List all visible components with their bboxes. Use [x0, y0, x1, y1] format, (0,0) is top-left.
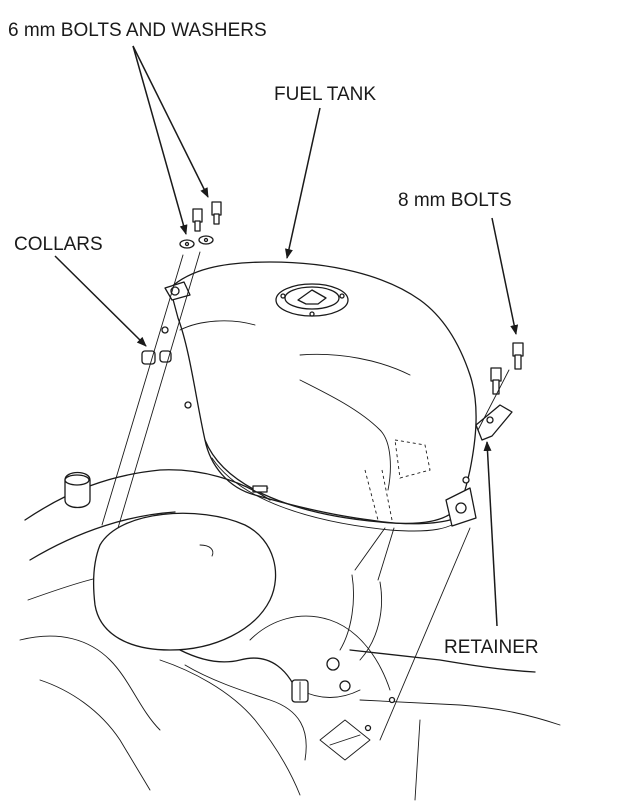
tank-flange-lower [211, 457, 467, 532]
guide-left-2 [117, 251, 201, 529]
tank-contour-1 [299, 353, 411, 376]
hidden-line-1 [364, 469, 379, 521]
arrow-collar [54, 255, 147, 347]
bolt-8mm-top-shank [514, 354, 522, 370]
leader-arrows [54, 45, 519, 627]
bolts-8mm [490, 342, 524, 395]
cap-screw-1 [280, 293, 286, 299]
engine-contour-2 [39, 679, 151, 791]
hidden-line-2 [381, 469, 393, 521]
bolts-6mm-and-washers [179, 201, 222, 249]
label-8mm-bolts: 8 mm BOLTS [398, 190, 512, 211]
grille-line [329, 734, 361, 746]
motorcycle-frame [19, 469, 561, 801]
bolt-8mm-top [512, 342, 524, 357]
bolt-6mm-left [192, 208, 203, 223]
bolt-6mm-left-shank [194, 220, 201, 232]
engine-contour-1 [19, 635, 161, 731]
bolt-8mm-lower-shank [492, 379, 500, 395]
washer-left-hole [184, 241, 190, 247]
bolt-6mm-right-shank [213, 213, 220, 225]
grille-area [319, 719, 371, 761]
frame-bolt-2 [388, 696, 396, 704]
guide-center-1 [354, 527, 386, 571]
cap-screw-2 [339, 293, 345, 299]
tank-flange [204, 439, 461, 525]
washer-right-hole [203, 237, 209, 243]
arrow-bolt-right [132, 45, 209, 198]
wiring-harness-3 [299, 689, 361, 698]
guide-center-2 [377, 527, 395, 581]
fuel-pump-hidden-outline [394, 439, 431, 479]
retainer-plate [475, 404, 513, 441]
guide-right-1 [477, 369, 510, 431]
label-6mm-bolts-washers: 6 mm BOLTS AND WASHERS [8, 20, 267, 41]
tank-contour-2 [299, 379, 391, 491]
rear-frame-upper [349, 649, 536, 673]
label-collars: COLLARS [14, 234, 103, 255]
tank-rivet-1 [161, 326, 169, 334]
washer-right [198, 235, 214, 245]
collars [141, 350, 172, 365]
tank-rear-stud [462, 476, 470, 484]
guide-right-2 [379, 527, 471, 741]
frame-bolt-1 [364, 724, 372, 732]
tank-rear-hole [455, 502, 467, 514]
cap-screw-3 [309, 311, 315, 317]
washer-left [179, 239, 195, 249]
fuel-fitting-1 [326, 657, 340, 671]
fuel-line-1 [339, 574, 354, 651]
frame-rail-upper [24, 469, 271, 521]
engine-contour-4 [249, 615, 391, 691]
arrow-8mm-bolt [491, 217, 519, 335]
fuel-filler-cap [275, 283, 349, 317]
label-retainer: RETAINER [444, 637, 539, 658]
fuel-tank [161, 261, 477, 532]
retainer [475, 404, 513, 441]
frame-rail-middle [29, 511, 176, 561]
wiring-harness-1 [179, 649, 301, 701]
engine-contour-3 [159, 659, 301, 796]
tank-bracket [252, 485, 268, 493]
tank-rivet-2 [184, 401, 192, 409]
bolt-8mm-lower [490, 367, 502, 382]
arrow-washer-left [132, 45, 188, 235]
rear-frame-lower [359, 699, 561, 726]
steering-head-top [64, 474, 90, 486]
assembly-guide-lines [101, 251, 510, 741]
bolt-6mm-right [211, 201, 222, 216]
rear-frame-strut [414, 719, 421, 801]
tank-contour-3 [179, 320, 256, 331]
guide-left-1 [101, 254, 184, 526]
cap-inner-ring [284, 286, 340, 310]
label-fuel-tank: FUEL TANK [274, 84, 376, 105]
retainer-hole [486, 416, 494, 424]
air-box-detail [199, 544, 214, 557]
cap-key-slot [297, 289, 327, 305]
fuel-line-2 [359, 581, 383, 661]
collar-1 [141, 350, 156, 365]
wiring-harness-2 [184, 664, 307, 761]
fuel-fitting-2 [339, 680, 351, 692]
arrow-retainer [483, 441, 498, 627]
arrow-fuel-tank [285, 107, 321, 259]
air-box [93, 512, 277, 651]
